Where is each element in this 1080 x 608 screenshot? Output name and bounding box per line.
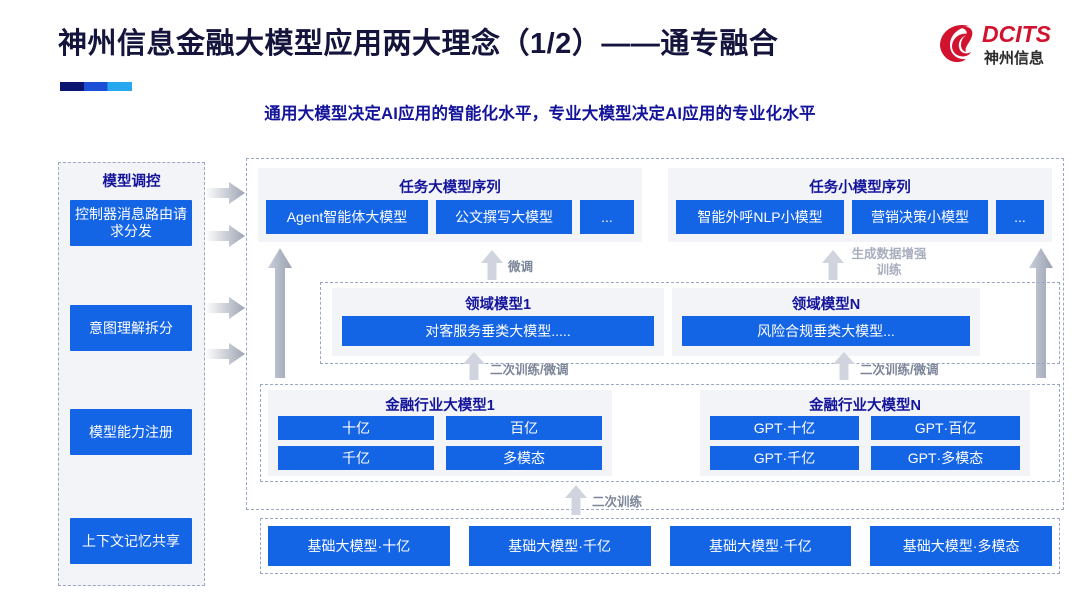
- domain-model-n-panel: 领域模型N 风险合规垂类大模型...: [672, 288, 980, 356]
- task-big-item-1[interactable]: 公文撰写大模型: [436, 200, 572, 234]
- left-item-3[interactable]: 上下文记忆共享: [70, 518, 192, 564]
- task-small-items: 智能外呼NLP小模型 营销决策小模型 ...: [676, 200, 1044, 234]
- page-subtitle: 通用大模型决定AI应用的智能化水平，专业大模型决定AI应用的专业化水平: [264, 105, 816, 123]
- flow-arrow-up-retrain: [565, 485, 587, 515]
- dcits-swirl-icon: [940, 24, 973, 63]
- task-big-title: 任务大模型序列: [399, 180, 501, 196]
- industry-model-1-items: 十亿 百亿 千亿 多模态: [278, 416, 602, 470]
- flow-arrow-right-0: [205, 182, 245, 204]
- industry-model-1-item-1[interactable]: 百亿: [446, 416, 602, 440]
- flow-arrow-up-finetune: [481, 250, 503, 280]
- task-big-item-0[interactable]: Agent智能体大模型: [266, 200, 428, 234]
- logo-brand-text: DCITS: [982, 21, 1052, 47]
- industry-model-n-item-0[interactable]: GPT·十亿: [710, 416, 859, 440]
- flow-arrow-up-tall-left: [268, 248, 292, 378]
- flow-arrow-right-3: [205, 343, 245, 365]
- flow-arrow-up-tall-right: [1029, 248, 1053, 378]
- base-model-0[interactable]: 基础大模型·十亿: [268, 526, 450, 566]
- flow-arrow-right-2: [205, 297, 245, 319]
- task-small-item-0[interactable]: 智能外呼NLP小模型: [676, 200, 844, 234]
- label-retrain: 二次训练: [592, 495, 643, 509]
- page-title: 神州信息金融大模型应用两大理念（1/2）——通专融合: [58, 28, 779, 60]
- base-model-2[interactable]: 基础大模型·千亿: [669, 526, 852, 566]
- task-small-panel: 任务小模型序列 智能外呼NLP小模型 营销决策小模型 ...: [668, 168, 1052, 242]
- industry-model-1-item-0[interactable]: 十亿: [278, 416, 434, 440]
- label-gen-data-aug: 生成数据增强训练: [851, 247, 927, 277]
- domain-model-1-title: 领域模型1: [464, 297, 532, 313]
- domain-model-n-title: 领域模型N: [791, 297, 861, 313]
- industry-model-n-title: 金融行业大模型N: [809, 398, 921, 414]
- left-item-1[interactable]: 意图理解拆分: [70, 305, 192, 351]
- left-item-0[interactable]: 控制器消息路由请求分发: [70, 200, 192, 246]
- left-panel-title: 模型调控: [102, 174, 161, 190]
- diagram-outer-container: [246, 158, 1064, 510]
- left-item-2[interactable]: 模型能力注册: [70, 409, 192, 455]
- base-model-3[interactable]: 基础大模型·多模态: [870, 526, 1052, 566]
- industry-model-1-title: 金融行业大模型1: [385, 398, 495, 414]
- flow-arrow-up-retrain-right: [833, 352, 855, 380]
- industry-model-n-item-3[interactable]: GPT·多模态: [871, 446, 1020, 470]
- industry-model-1-item-3[interactable]: 多模态: [446, 446, 602, 470]
- flow-arrow-right-1: [205, 225, 245, 247]
- label-finetune: 微调: [508, 260, 534, 274]
- flow-arrow-up-retrain-left: [463, 352, 485, 380]
- label-retrain-finetune-left: 二次训练/微调: [490, 363, 569, 377]
- label-retrain-finetune-right: 二次训练/微调: [860, 363, 939, 377]
- task-big-item-2[interactable]: ...: [580, 200, 634, 234]
- flow-arrow-up-gen-data: [822, 250, 844, 280]
- industry-models-container: [260, 384, 1060, 482]
- task-big-panel: 任务大模型序列 Agent智能体大模型 公文撰写大模型 ...: [258, 168, 642, 242]
- title-accent-rule: [60, 82, 132, 91]
- domain-model-1-panel: 领域模型1 对客服务垂类大模型.....: [332, 288, 664, 356]
- industry-model-1-panel: 金融行业大模型1 十亿 百亿 千亿 多模态: [268, 390, 612, 476]
- base-model-1[interactable]: 基础大模型·千亿: [468, 526, 651, 566]
- dcits-logo: DCITS 神州信息: [936, 16, 1062, 72]
- industry-model-n-items: GPT·十亿 GPT·百亿 GPT·千亿 GPT·多模态: [710, 416, 1020, 470]
- domain-models-container: [320, 282, 1060, 364]
- industry-model-1-item-2[interactable]: 千亿: [278, 446, 434, 470]
- task-small-title: 任务小模型序列: [809, 180, 911, 196]
- industry-model-n-item-2[interactable]: GPT·千亿: [710, 446, 859, 470]
- domain-model-n-item[interactable]: 风险合规垂类大模型...: [682, 316, 970, 346]
- industry-model-n-item-1[interactable]: GPT·百亿: [871, 416, 1020, 440]
- base-models-row: 基础大模型·十亿 基础大模型·千亿 基础大模型·千亿 基础大模型·多模态: [268, 526, 1052, 566]
- task-big-items: Agent智能体大模型 公文撰写大模型 ...: [266, 200, 634, 234]
- task-small-item-2[interactable]: ...: [996, 200, 1044, 234]
- industry-model-n-panel: 金融行业大模型N GPT·十亿 GPT·百亿 GPT·千亿 GPT·多模态: [700, 390, 1030, 476]
- logo-brand-cn-text: 神州信息: [984, 49, 1044, 67]
- task-small-item-1[interactable]: 营销决策小模型: [852, 200, 988, 234]
- domain-model-1-item[interactable]: 对客服务垂类大模型.....: [342, 316, 654, 346]
- base-models-container: [260, 518, 1060, 574]
